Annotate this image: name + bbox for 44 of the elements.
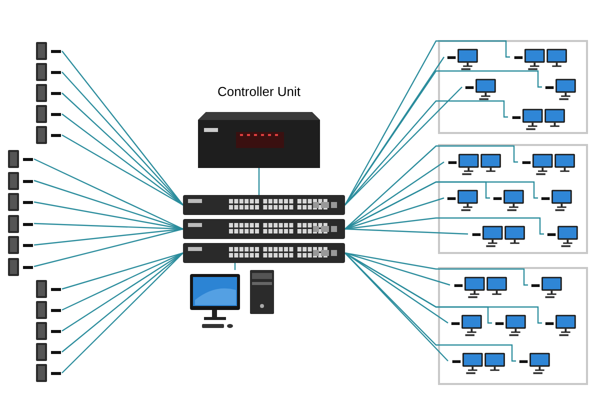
server-tower-drawing bbox=[36, 301, 62, 319]
server-tower-drawing bbox=[8, 236, 34, 254]
group-panel bbox=[438, 144, 588, 254]
cable-line bbox=[344, 40, 510, 206]
cable-line bbox=[344, 252, 448, 362]
network-switch-drawing bbox=[183, 243, 345, 263]
cable-line bbox=[62, 252, 184, 374]
cable-line bbox=[62, 252, 184, 311]
cable-line bbox=[344, 145, 518, 230]
server-tower-drawing bbox=[36, 84, 62, 102]
server-tower-drawing bbox=[36, 126, 62, 144]
cable-line bbox=[62, 252, 184, 352]
server-tower-drawing bbox=[36, 42, 62, 60]
cable-line bbox=[344, 100, 508, 206]
cable-line bbox=[34, 228, 184, 268]
cable-line bbox=[62, 114, 184, 206]
server-tower-drawing bbox=[36, 63, 62, 81]
server-tower-drawing bbox=[8, 172, 34, 190]
cable-line bbox=[34, 228, 184, 246]
server-tower-drawing bbox=[8, 193, 34, 211]
server-tower-drawing bbox=[36, 105, 62, 123]
cable-line bbox=[34, 180, 184, 230]
cable-line bbox=[344, 252, 528, 286]
cable-line bbox=[258, 168, 260, 195]
cable-line bbox=[344, 252, 448, 324]
server-tower-drawing bbox=[36, 364, 62, 382]
cable-line bbox=[62, 252, 184, 290]
cable-line bbox=[344, 86, 462, 206]
network-switch-drawing bbox=[183, 219, 345, 239]
cable-line bbox=[34, 158, 184, 230]
server-tower-drawing bbox=[36, 343, 62, 361]
server-tower-drawing bbox=[8, 258, 34, 276]
server-tower-drawing bbox=[8, 150, 34, 168]
cable-line bbox=[344, 252, 516, 362]
server-tower-drawing bbox=[8, 214, 34, 232]
device-title: Controller Unit bbox=[217, 84, 301, 100]
network-switch-drawing bbox=[183, 195, 345, 215]
cable-line bbox=[62, 92, 184, 206]
server-tower-drawing bbox=[36, 280, 62, 298]
group-panel bbox=[438, 267, 588, 385]
cable-line bbox=[62, 134, 184, 206]
server-tower-drawing bbox=[36, 322, 62, 340]
cable-line bbox=[62, 252, 184, 332]
group-panel bbox=[438, 40, 588, 134]
